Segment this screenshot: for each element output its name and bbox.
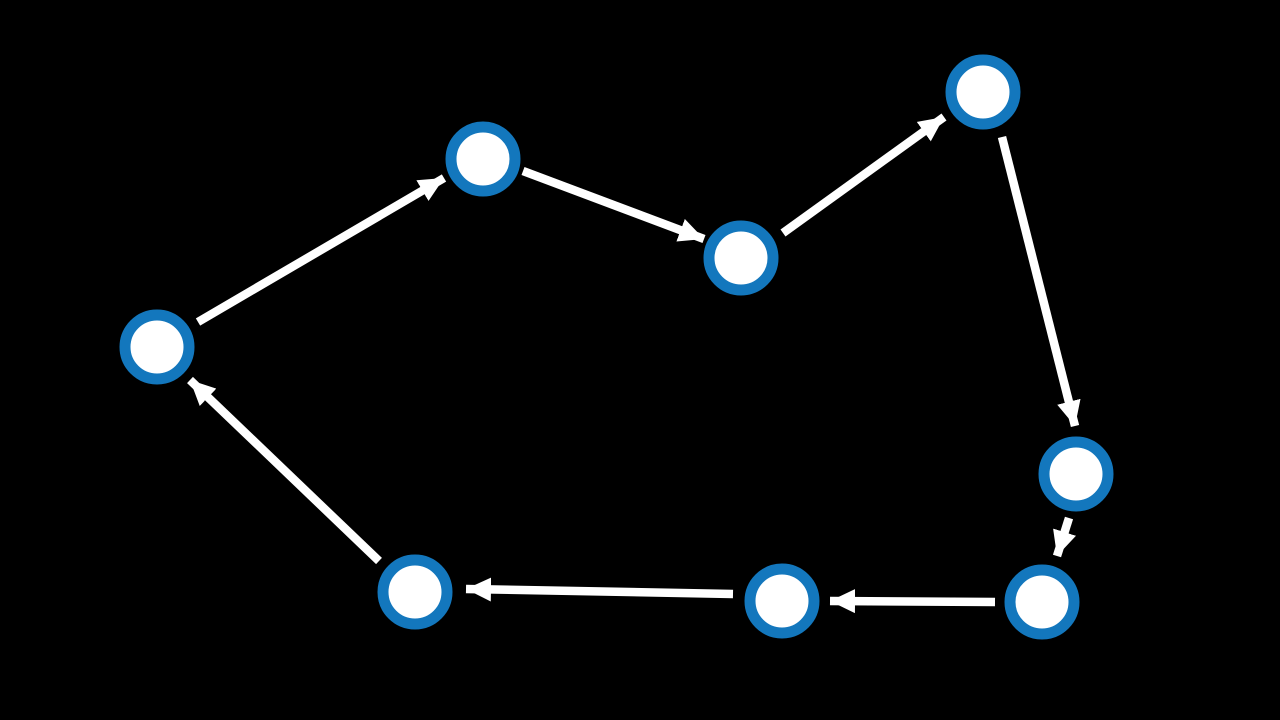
node-bottom-middle (744, 563, 820, 639)
node-top-right (945, 54, 1021, 130)
node-left (119, 309, 195, 385)
node-upper-left (445, 121, 521, 197)
node-bottom-left (377, 554, 453, 630)
edge-arrow-node-left-to-node-upper-left (195, 174, 447, 326)
edge-arrow-node-middle-to-node-top-right (780, 113, 947, 237)
edge-arrow-node-bottom-middle-to-node-bottom-left (465, 577, 734, 602)
edge-arrow-node-bottom-left-to-node-left (187, 376, 382, 565)
node-middle (703, 220, 779, 296)
edge-arrow-node-upper-left-to-node-middle (521, 167, 706, 243)
edge-arrow-node-right-to-node-bottom-right (1052, 516, 1076, 558)
node-bottom-right (1004, 564, 1080, 640)
edge-layer (187, 113, 1081, 614)
edge-arrow-node-bottom-right-to-node-bottom-middle (829, 589, 996, 614)
node-layer (119, 54, 1114, 640)
node-right (1038, 436, 1114, 512)
edge-arrow-node-top-right-to-node-right (997, 135, 1081, 428)
